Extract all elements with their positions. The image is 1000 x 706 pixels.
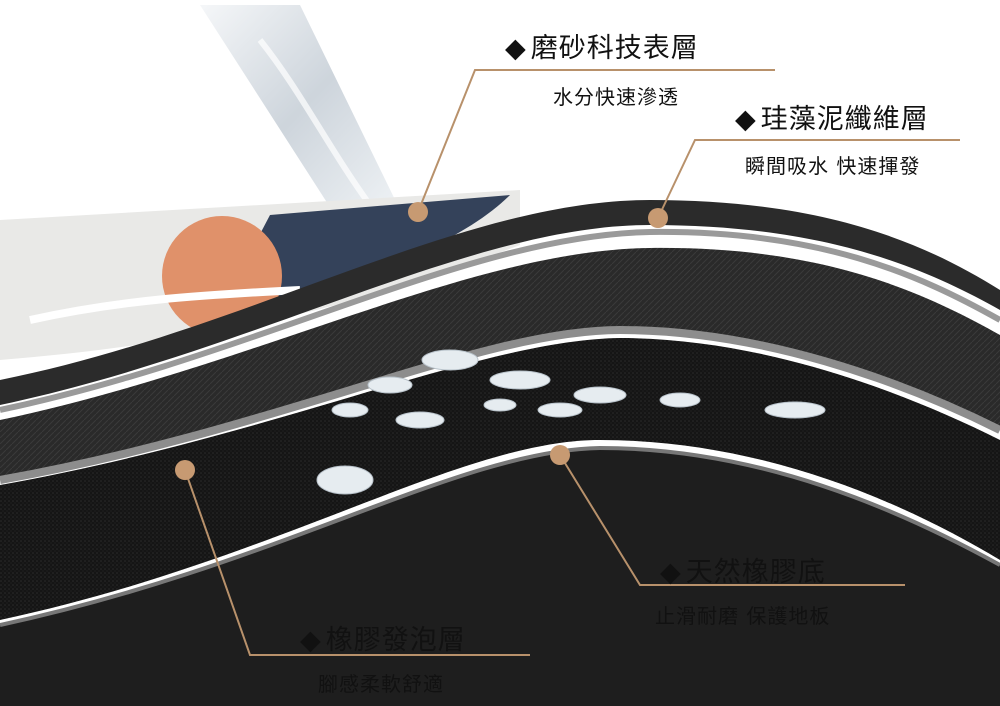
label-surface-title: ◆磨砂科技表層 xyxy=(505,26,699,65)
dot-fiber xyxy=(648,208,668,228)
label-foam-title: ◆橡膠發泡層 xyxy=(300,618,466,657)
label-fiber-subtitle: 瞬間吸水 快速揮發 xyxy=(745,150,920,179)
label-fiber-title: ◆珪藻泥纖維層 xyxy=(735,97,929,136)
label-surface-subtitle: 水分快速滲透 xyxy=(553,81,679,110)
dot-foam xyxy=(175,460,195,480)
diamond-marker: ◆ xyxy=(735,104,757,135)
dot-rubber-base xyxy=(550,445,570,465)
label-rubber-base-title: ◆天然橡膠底 xyxy=(660,550,826,589)
label-rubber-base-subtitle: 止滑耐磨 保護地板 xyxy=(655,600,830,629)
dot-surface xyxy=(408,202,428,222)
diamond-marker: ◆ xyxy=(505,33,527,64)
diamond-marker: ◆ xyxy=(300,625,322,656)
water-stream xyxy=(200,5,400,215)
label-foam-subtitle: 腳感柔軟舒適 xyxy=(318,668,444,697)
diamond-marker: ◆ xyxy=(660,557,682,588)
